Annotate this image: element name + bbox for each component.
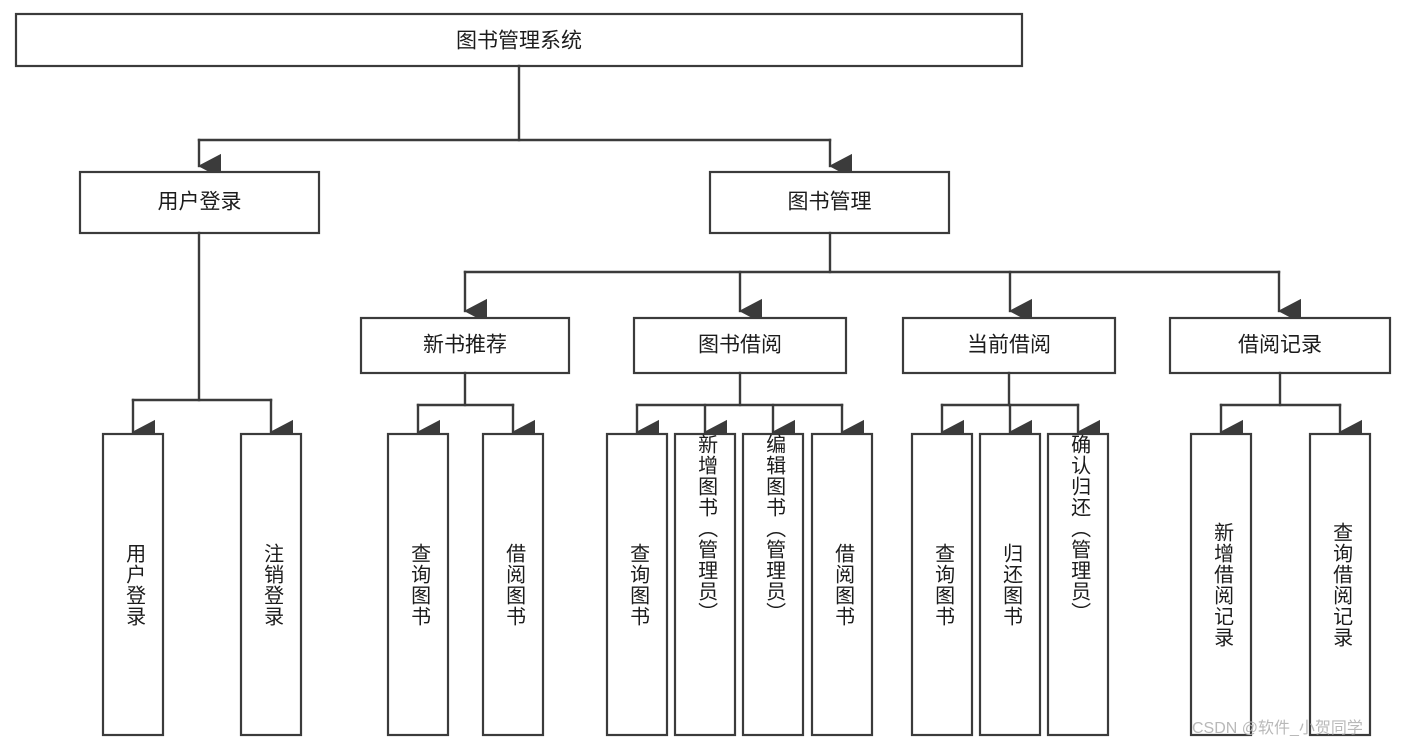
node-current-borrow-label: 当前借阅 xyxy=(967,334,1051,357)
node-current-borrow[interactable] xyxy=(901,316,1117,375)
leaf-box-borrow-book-2[interactable] xyxy=(810,432,874,737)
leaf-box-query-book-2[interactable] xyxy=(605,432,669,737)
leaf-box-logout-login[interactable] xyxy=(239,432,303,737)
leaf-box-user-login[interactable] xyxy=(101,432,165,737)
node-borrow-record-label: 借阅记录 xyxy=(1238,334,1322,357)
leaf-box-query-borrow-record[interactable] xyxy=(1308,432,1372,737)
leaf-box-edit-book[interactable] xyxy=(741,432,805,737)
node-book-management-label: 图书管理 xyxy=(788,191,872,214)
node-root-system[interactable] xyxy=(14,12,1024,68)
leaf-box-add-book[interactable] xyxy=(673,432,737,737)
leaf-box-query-book-1[interactable] xyxy=(386,432,450,737)
leaf-box-confirm-return[interactable] xyxy=(1046,432,1110,737)
node-book-borrow-label: 图书借阅 xyxy=(698,334,782,357)
leaf-box-add-borrow-record[interactable] xyxy=(1189,432,1253,737)
leaf-box-query-book-3[interactable] xyxy=(910,432,974,737)
leaf-box-borrow-book-1[interactable] xyxy=(481,432,545,737)
node-root-system-label: 图书管理系统 xyxy=(456,30,582,53)
node-borrow-record[interactable] xyxy=(1168,316,1392,375)
leaf-box-return-book[interactable] xyxy=(978,432,1042,737)
node-new-book-recommend-label: 新书推荐 xyxy=(423,334,507,357)
node-user-login-label: 用户登录 xyxy=(158,191,242,214)
node-new-book-recommend[interactable] xyxy=(359,316,571,375)
node-book-borrow[interactable] xyxy=(632,316,848,375)
node-book-management[interactable] xyxy=(708,170,951,235)
